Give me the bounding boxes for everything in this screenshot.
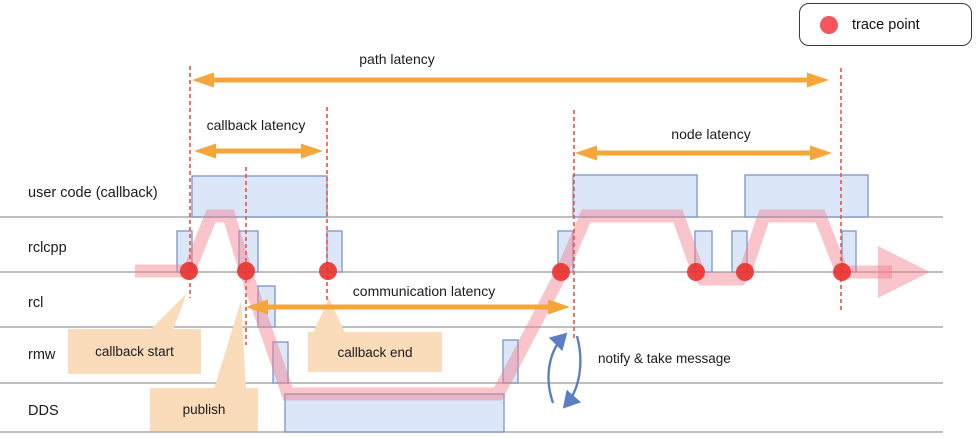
notify-arrow-down (562, 335, 582, 409)
callout-publish-text: publish (182, 402, 226, 417)
callout-pointer-callback-start (150, 293, 187, 330)
trace-point-dot (180, 262, 198, 280)
communication-latency-arrow (246, 299, 570, 315)
callback-latency-label: callback latency (206, 116, 306, 133)
callout-pointers (150, 293, 345, 389)
callback-latency-arrow (194, 143, 323, 159)
guide-lines (189, 66, 842, 345)
legend-label: trace point (852, 16, 920, 33)
trace-point-icon (820, 15, 838, 34)
path-latency-arrow (192, 72, 829, 88)
lane-label-dds: DDS (28, 403, 59, 419)
activity-box-usercode (572, 174, 698, 218)
lane-label-rmw: rmw (28, 347, 56, 363)
activity-box-rmw (502, 339, 519, 384)
message-path (135, 209, 892, 401)
node-latency-arrow (575, 145, 832, 161)
node-latency-label: node latency (671, 125, 751, 142)
notify-arrows (547, 332, 582, 409)
callout-callback-start: callback start (68, 329, 201, 374)
message-path-arrowhead (878, 246, 930, 298)
callout-callback-start-text: callback start (95, 344, 174, 359)
activity-box-usercode (744, 174, 869, 218)
trace-points (180, 262, 851, 281)
activity-box-rmw (272, 341, 289, 384)
trace-point-dot (687, 263, 705, 281)
trace-point-dot (552, 263, 570, 281)
callout-callback-end-text: callback end (337, 344, 413, 360)
path-latency-label: path latency (359, 50, 435, 67)
lane-label-user-code: user code (callback) (28, 185, 158, 201)
callout-callback-end: callback end (308, 332, 442, 372)
activity-box-dds (284, 393, 505, 433)
activity-boxes (176, 174, 869, 433)
trace-point-dot (319, 262, 337, 280)
trace-point-dot (237, 262, 255, 280)
callout-pointer-callback-end (313, 298, 345, 333)
notify-take-message-label: notify & take message (598, 351, 731, 366)
callout-pointer-publish (214, 301, 246, 389)
latency-arrows (192, 72, 832, 315)
lane-label-rclcpp: rclcpp (28, 240, 67, 256)
callout-publish: publish (150, 388, 258, 431)
legend: trace point (799, 3, 972, 46)
trace-point-dot (833, 263, 851, 281)
notify-arrow-up (547, 332, 568, 404)
activity-box-usercode (191, 175, 328, 218)
trace-point-dot (736, 263, 754, 281)
lane-label-rcl: rcl (28, 295, 44, 311)
communication-latency-label: communication latency (352, 282, 496, 299)
